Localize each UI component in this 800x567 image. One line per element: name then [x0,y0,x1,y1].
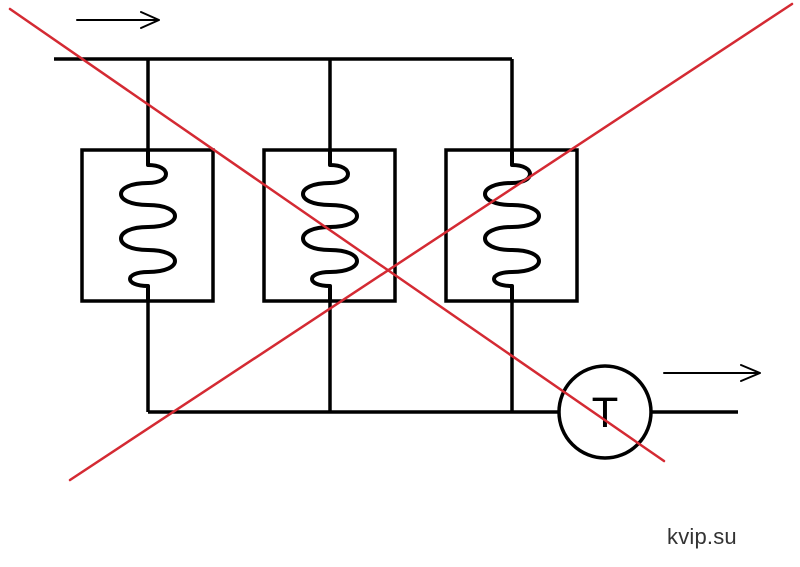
heating-coil-icon [119,148,177,303]
watermark: kvip.su [667,524,737,549]
cross-line-2 [68,2,794,482]
temperature-sensor: T [557,364,653,460]
flow-direction-arrow-icon [663,364,761,382]
cross-out-mark [8,2,794,482]
heating-coil-icon [483,148,541,303]
flow-direction-arrow-icon [76,11,160,29]
heater-unit-2 [262,148,397,303]
outlet-flow-arrow [663,364,761,382]
inlet-pipe [54,57,514,150]
heating-coil-icon [301,148,359,303]
inlet-flow-arrow [76,11,160,29]
cross-line-1 [8,7,666,463]
heater-unit-1 [80,148,215,303]
heater-unit-3 [444,148,579,303]
